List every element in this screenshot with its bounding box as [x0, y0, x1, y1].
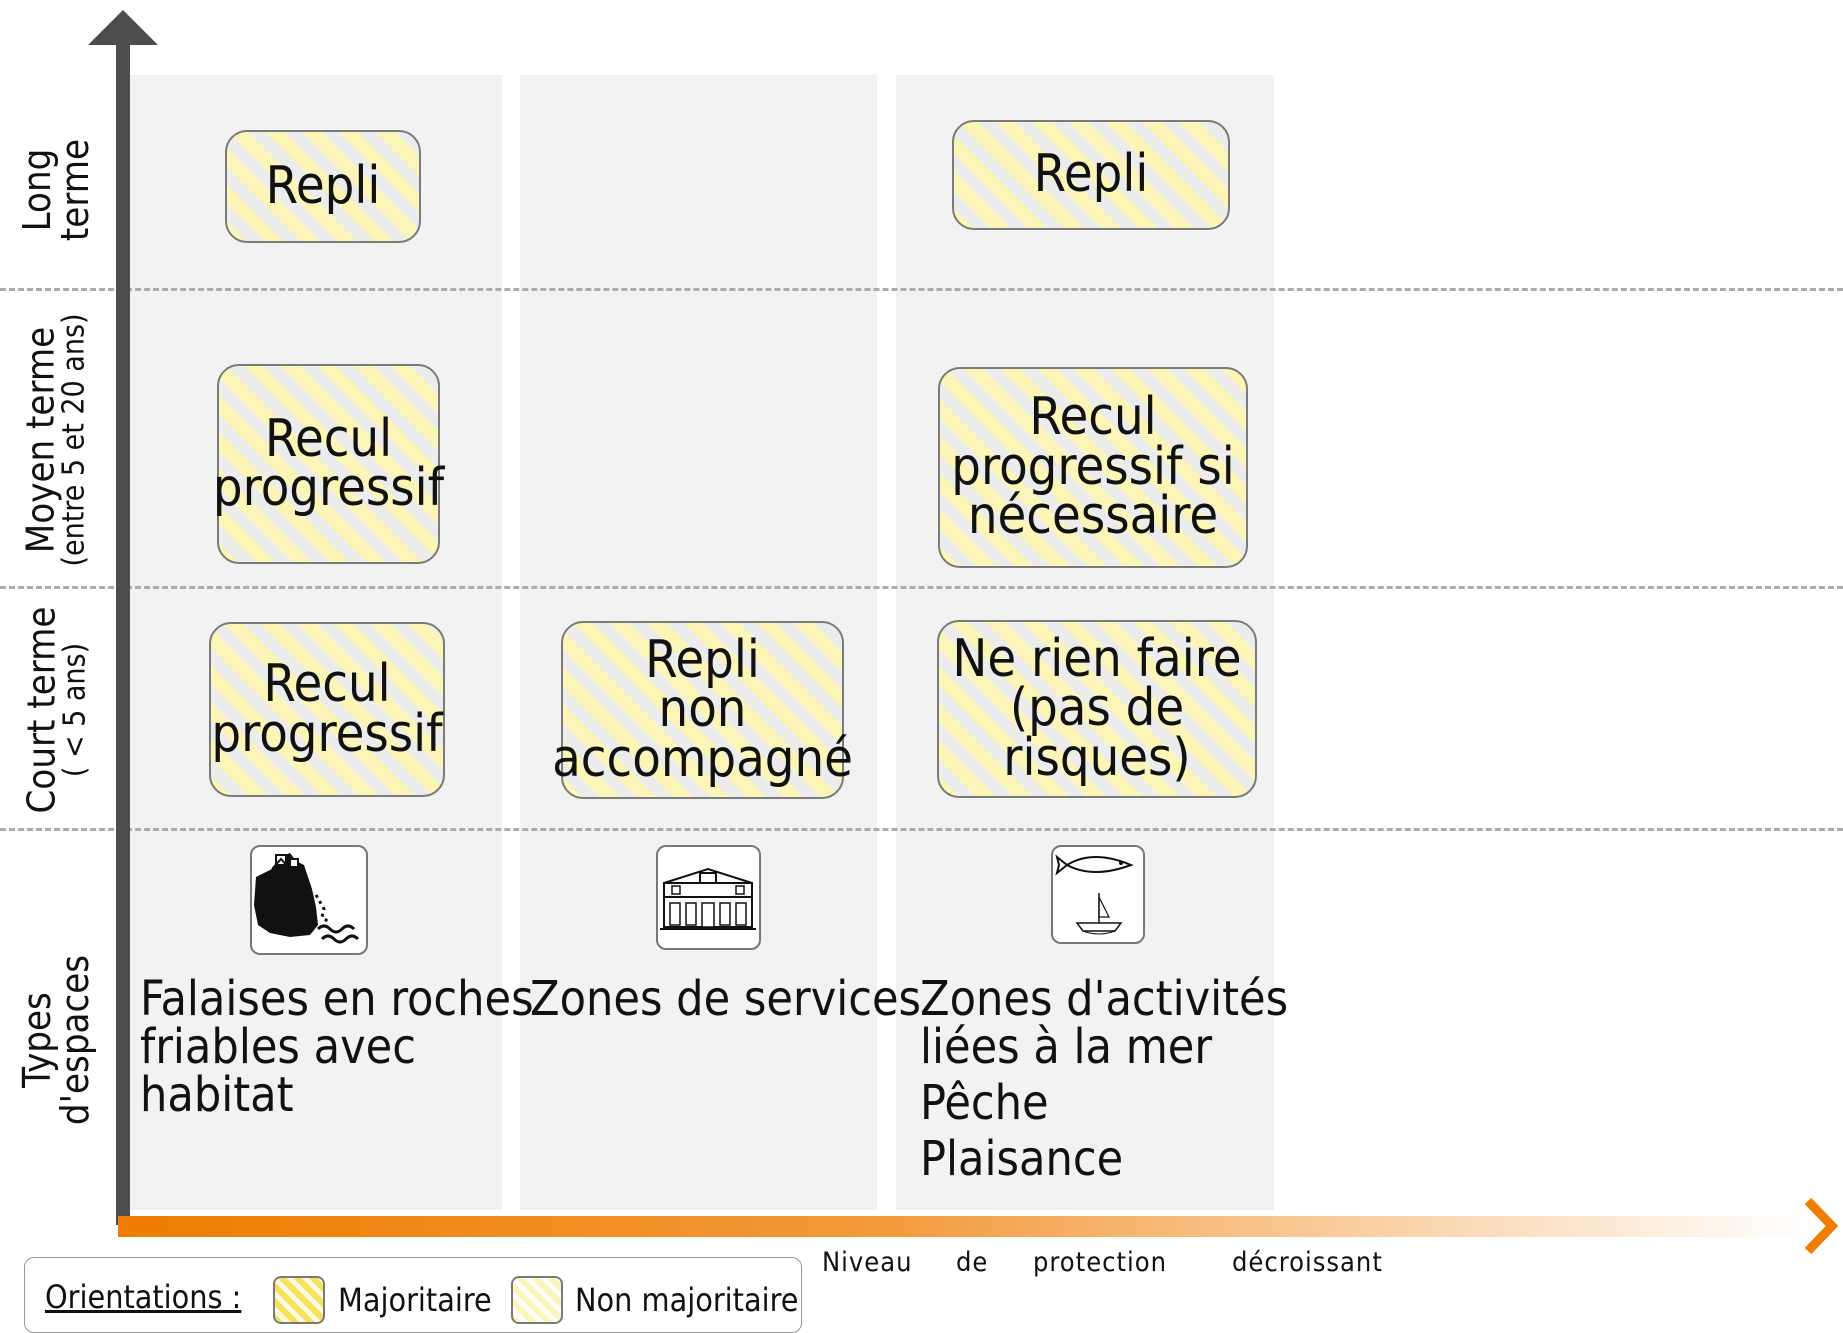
separator-moyen-court	[0, 586, 1843, 589]
box-mer-long-terme: Repli	[952, 120, 1230, 230]
cliff-house-icon	[250, 845, 368, 955]
column-title-activites-mer: Zones d'activités liées à la mer Pêche P…	[920, 971, 1289, 1187]
row-label-long-terme: Long terme	[14, 138, 97, 242]
row-label-court-terme: Court terme ( < 5 ans)	[19, 606, 93, 814]
x-axis-bar	[118, 1216, 1808, 1237]
column-title-services: Zones de services	[530, 971, 922, 1027]
legend: Orientations : Majoritaire Non majoritai…	[24, 1257, 802, 1333]
x-axis	[118, 1197, 1839, 1255]
separator-court-types	[0, 828, 1843, 831]
y-axis-line	[116, 40, 130, 1225]
box-mer-court-terme: Ne rien faire(pas de risques)	[937, 620, 1257, 798]
y-axis	[88, 10, 158, 1225]
x-axis-label-protection: protection	[1033, 1247, 1168, 1278]
x-axis-label-de: de	[956, 1247, 989, 1278]
y-axis-arrowhead	[88, 10, 158, 45]
legend-title: Orientations :	[45, 1278, 242, 1316]
post-office-building-icon	[656, 845, 761, 950]
row-label-moyen-terme: Moyen terme (entre 5 et 20 ans)	[19, 313, 92, 567]
legend-label-majoritaire: Majoritaire	[338, 1281, 492, 1319]
x-axis-label-niveau: Niveau	[822, 1247, 913, 1278]
x-axis-chevron	[1804, 1197, 1839, 1255]
fish-boat-icon	[1051, 845, 1145, 944]
legend-label-non-majoritaire: Non majoritaire	[575, 1281, 799, 1319]
x-axis-label-decroissant: décroissant	[1232, 1247, 1383, 1278]
column-title-falaises: Falaises en roches friables avec habitat	[140, 971, 534, 1123]
box-falaises-long-terme: Repli	[225, 130, 421, 243]
separator-long-moyen	[0, 288, 1843, 291]
legend-swatch-majoritaire	[273, 1276, 325, 1324]
legend-swatch-non-majoritaire	[511, 1276, 563, 1324]
row-label-types-espaces: Types d'espaces	[15, 954, 98, 1126]
